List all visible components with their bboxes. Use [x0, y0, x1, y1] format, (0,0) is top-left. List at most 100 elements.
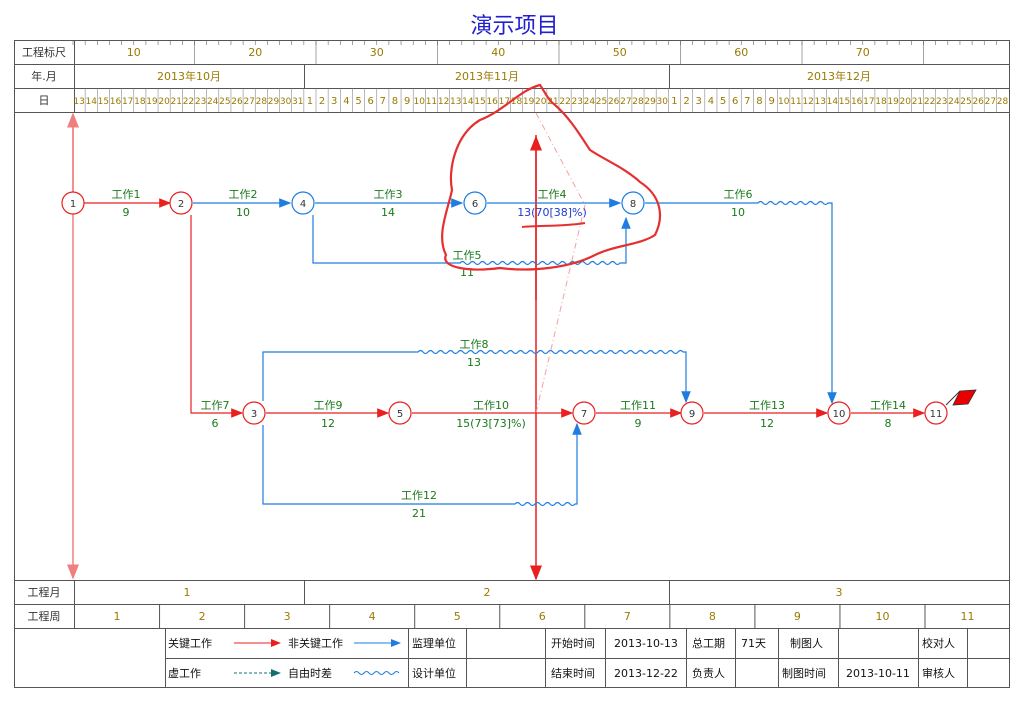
- node-4[interactable]: 4: [291, 191, 315, 215]
- day-cell: 24: [584, 97, 596, 107]
- node-10[interactable]: 10: [827, 401, 851, 425]
- day-cell: 8: [756, 96, 762, 107]
- legend-supervisor-label: 监理单位: [412, 636, 456, 650]
- activity-name: 工作8: [460, 338, 489, 351]
- day-cell: 23: [571, 97, 582, 107]
- day-cell: 29: [268, 97, 280, 107]
- node-8[interactable]: 8: [621, 191, 645, 215]
- day-cell: 16: [110, 97, 122, 107]
- node-6[interactable]: 6: [463, 191, 487, 215]
- project-month: 1: [184, 586, 191, 599]
- drafted-time-label: 制图时间: [782, 667, 826, 680]
- activity-arrow-2-3[interactable]: [190, 215, 244, 418]
- day-cell: 2: [319, 96, 325, 107]
- day-cell: 27: [985, 97, 996, 107]
- activity-name: 工作5: [453, 249, 482, 262]
- legend-dummy-label: 虚工作: [168, 667, 201, 680]
- checker-label: 校对人: [922, 636, 955, 650]
- node-5[interactable]: 5: [388, 401, 412, 425]
- scale-tick: 40: [491, 46, 505, 59]
- activity-name: 工作14: [870, 399, 906, 412]
- scale-tick: 20: [248, 46, 262, 59]
- day-cell: 13: [450, 97, 461, 107]
- day-cell: 14: [85, 97, 97, 107]
- day-cell: 30: [657, 97, 669, 107]
- day-cell: 20: [900, 97, 912, 107]
- node-9[interactable]: 9: [680, 401, 704, 425]
- day-cell: 5: [355, 96, 361, 107]
- activity-duration: 12: [321, 417, 335, 430]
- day-cell: 15: [839, 97, 850, 107]
- grid-frame: [14, 40, 1010, 688]
- project-week: 8: [709, 610, 716, 623]
- project-week: 10: [875, 610, 889, 623]
- node-3[interactable]: 3: [242, 401, 266, 425]
- day-cell: 30: [280, 97, 292, 107]
- day-cell: 20: [535, 97, 547, 107]
- svg-text:7: 7: [581, 409, 587, 420]
- owner-label: 负责人: [692, 666, 725, 680]
- day-cell: 25: [596, 97, 607, 107]
- activity-arrow-4-8[interactable]: [312, 215, 631, 266]
- project-month-label: 工程月: [28, 586, 61, 599]
- chart-title: 演示项目: [470, 14, 559, 39]
- legend-noncritical-label: 非关键工作: [288, 636, 343, 650]
- day-cell: 1: [671, 96, 677, 107]
- legend-float-label: 自由时差: [288, 666, 332, 680]
- day-cell: 22: [559, 97, 570, 107]
- legend-float-wave: [353, 671, 400, 675]
- scale-tick: 10: [127, 46, 141, 59]
- day-cell: 27: [243, 97, 254, 107]
- activity-name: 工作12: [401, 489, 437, 502]
- project-week: 5: [454, 610, 461, 623]
- start-time-label: 开始时间: [551, 636, 595, 650]
- month-label: 2013年10月: [157, 69, 221, 83]
- node-1[interactable]: 1: [61, 191, 85, 215]
- day-cell: 9: [404, 96, 410, 107]
- day-cell: 3: [331, 96, 337, 107]
- day-cell: 13: [814, 97, 825, 107]
- svg-text:3: 3: [251, 409, 257, 420]
- activity-name: 工作3: [374, 188, 403, 201]
- node-7[interactable]: 7: [572, 401, 596, 425]
- activity-arrow-3-7[interactable]: [262, 422, 582, 507]
- activity-name: 工作4: [538, 188, 567, 201]
- scale-row-label: 工程标尺: [22, 45, 66, 59]
- month-label: 2013年12月: [807, 69, 871, 83]
- day-cell: 4: [708, 96, 714, 107]
- day-cell: 18: [875, 97, 887, 107]
- activity-duration: 14: [381, 206, 395, 219]
- activity-duration: 21: [412, 507, 426, 520]
- day-cell: 24: [207, 97, 219, 107]
- project-week: 11: [961, 610, 975, 623]
- project-week: 3: [284, 610, 291, 623]
- drafted-time-value: 2013-10-11: [846, 667, 910, 680]
- legend-table: [165, 628, 1010, 688]
- activity-name: 工作1: [112, 188, 141, 201]
- day-cell: 13: [73, 97, 84, 107]
- activity-arrow-8-10[interactable]: [645, 200, 837, 405]
- day-cell: 28: [256, 97, 268, 107]
- scale-tick: 50: [613, 46, 627, 59]
- activity-arrow-3-9[interactable]: [262, 349, 691, 404]
- day-cell: 2: [683, 96, 689, 107]
- day-cell: 15: [474, 97, 485, 107]
- start-time-value: 2013-10-13: [614, 637, 678, 650]
- month-label: 2013年11月: [455, 69, 519, 83]
- day-row-label: 日: [39, 94, 50, 107]
- day-cell: 12: [438, 97, 449, 107]
- day-cell: 16: [486, 97, 498, 107]
- scale-tick: 70: [856, 46, 870, 59]
- activity-duration: 10: [731, 206, 745, 219]
- svg-text:11: 11: [930, 409, 943, 420]
- day-cell: 17: [499, 97, 510, 107]
- legend-critical-label: 关键工作: [168, 636, 212, 650]
- svg-text:4: 4: [300, 199, 306, 210]
- scale-tick: 60: [734, 46, 748, 59]
- progress-front-line: [535, 112, 586, 414]
- activity-duration: 12: [760, 417, 774, 430]
- day-cell: 31: [292, 97, 303, 107]
- project-week: 6: [539, 610, 546, 623]
- node-2[interactable]: 2: [169, 191, 193, 215]
- node-11[interactable]: 11: [924, 401, 948, 425]
